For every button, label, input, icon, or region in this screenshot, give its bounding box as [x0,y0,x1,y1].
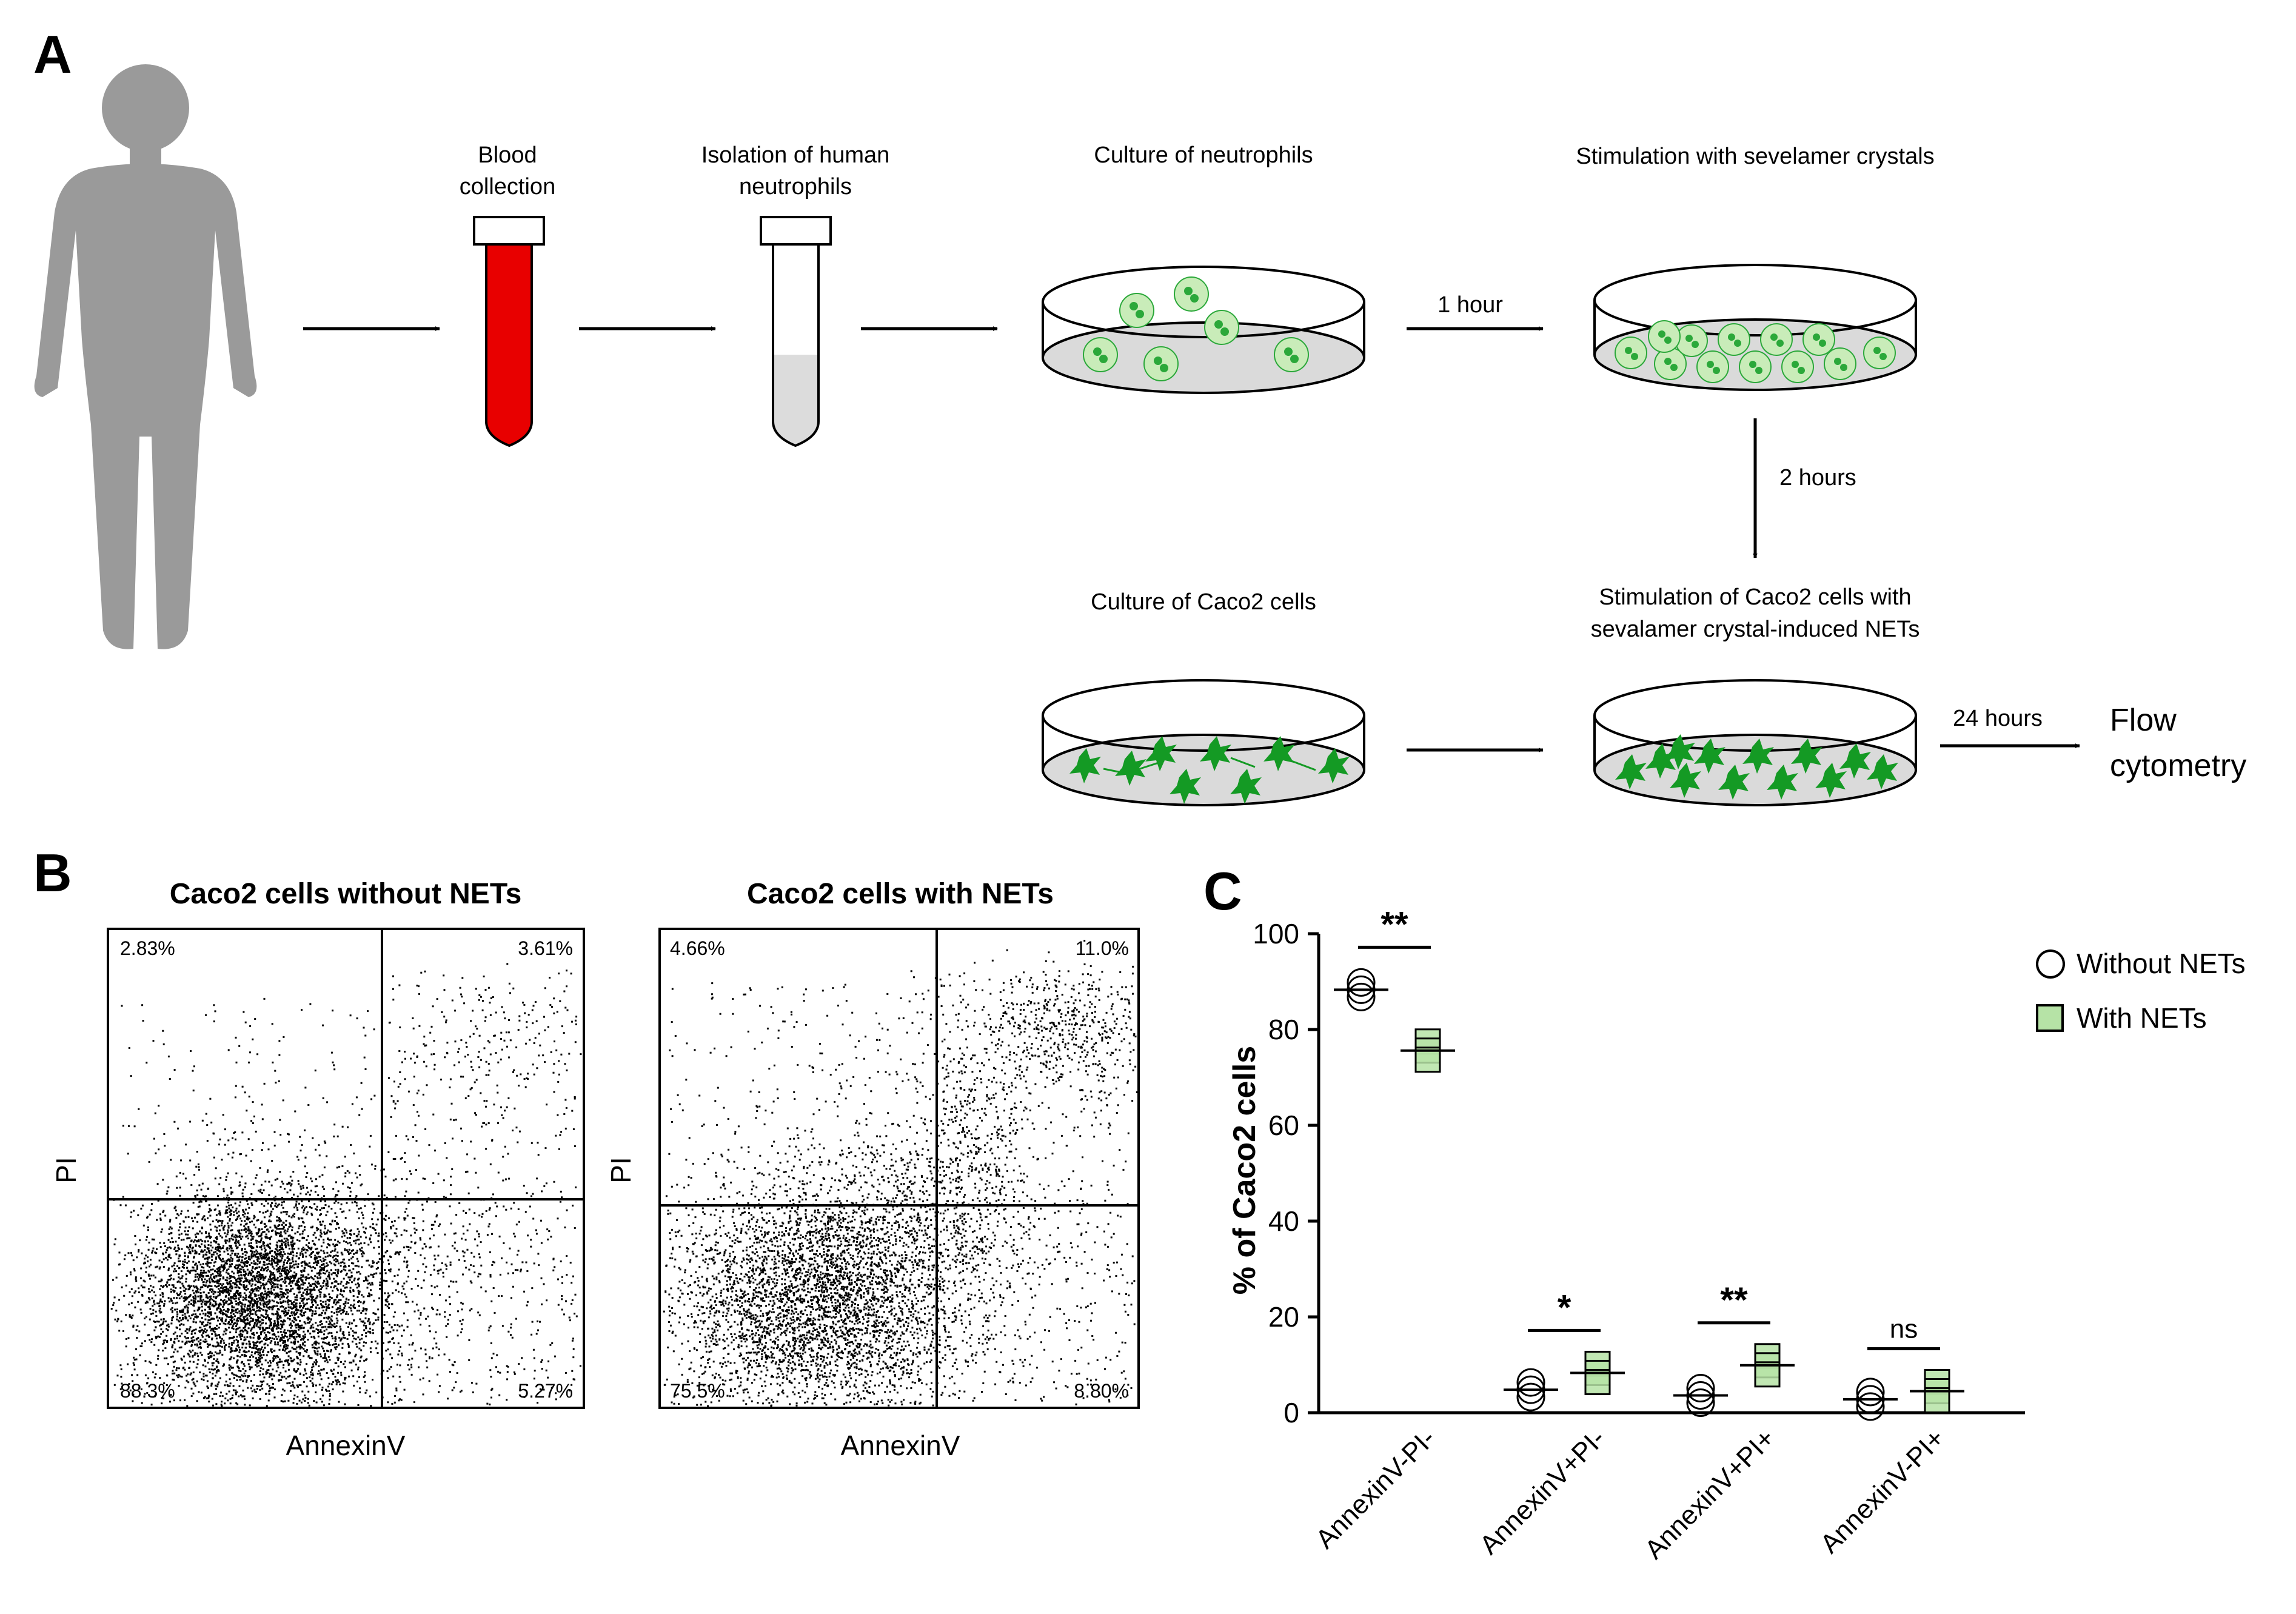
label-2-hours: 2 hours [1779,465,1856,491]
label-blood-1: Blood [478,142,537,168]
significance-label: ** [1720,1281,1748,1320]
label-culture-neutrophils: Culture of neutrophils [1094,142,1313,168]
y-tick-label: 0 [1284,1397,1299,1428]
flow-plot-1-xlabel: AnnexinV [286,1430,406,1461]
flow-plot-2-q-ul: 4.66% [670,937,725,959]
flow-plot-1-title: Caco2 cells without NETs [170,878,522,910]
point-without-nets [1516,1382,1545,1411]
petri-dish-caco2-icon [1042,679,1365,806]
significance-label: ** [1381,905,1408,944]
label-stimulation-caco2-1: Stimulation of Caco2 cells with [1599,584,1911,610]
flow-plot-2-q-ur: 11.0% [1076,937,1129,959]
chart-c-legend: Without NETs With NETs [2036,948,2246,1034]
x-category-label: AnnexinV+PI- [1474,1423,1611,1560]
point-without-nets [1686,1374,1715,1403]
flow-plot-2-xlabel: AnnexinV [841,1430,960,1461]
flow-dots [110,963,582,1407]
chart-c-ylabel: % of Caco2 cells [1227,1046,1262,1294]
flow-dots [663,940,1138,1407]
label-1-hour: 1 hour [1438,292,1503,318]
point-without-nets [1686,1388,1715,1418]
legend-label-with-nets: With NETs [2077,1002,2207,1034]
y-tick-label: 40 [1268,1205,1299,1237]
panel-letter-a: A [33,24,72,84]
label-isolation-2: neutrophils [739,174,852,199]
human-silhouette-icon [34,64,257,649]
petri-dish-stimulated-icon [1593,264,1917,391]
legend-label-without-nets: Without NETs [2077,948,2246,979]
point-without-nets [1347,982,1376,1011]
y-tick-label: 60 [1268,1110,1299,1141]
flow-plot-1-q-lr: 5.27% [518,1380,573,1402]
label-isolation-1: Isolation of human [701,142,890,168]
legend-marker-with-nets [2036,1004,2064,1032]
label-blood-2: collection [460,174,555,199]
panel-letter-b: B [33,843,72,903]
significance-label: * [1558,1288,1571,1327]
flow-plot-1-q-ll: 88.3% [120,1380,175,1402]
flow-plot-1-ylabel: PI [50,1157,82,1183]
point-without-nets [1347,968,1376,997]
y-tick-label: 20 [1268,1301,1299,1333]
label-flow-2: cytometry [2110,748,2246,783]
x-category-label: AnnexinV+PI+ [1639,1423,1781,1565]
significance-label: ns [1890,1314,1918,1344]
point-without-nets [1856,1392,1885,1421]
label-stimulation-crystals: Stimulation with sevelamer crystals [1576,144,1934,169]
y-tick-label: 100 [1253,918,1299,949]
neutrophil-cells [1083,276,1309,381]
label-stimulation-caco2-2: sevalamer crystal-induced NETs [1591,617,1920,642]
point-without-nets [1856,1378,1885,1407]
flow-plot-2-ylabel: PI [605,1157,637,1183]
caco2-cells [1069,736,1350,804]
panel-letter-c: C [1203,861,1242,921]
flow-plot-2-q-lr: 8.80% [1074,1380,1129,1402]
flow-plot-2-dots [663,940,1138,1407]
point-without-nets [1516,1368,1545,1397]
x-category-label: AnnexinV-PI- [1310,1423,1441,1554]
chart-c: % of Caco2 cells 0 20 40 60 80 100 AnnexinV-P… [1227,905,2246,1565]
legend-marker-without-nets [2036,949,2065,979]
blood-tube-icon [473,216,545,447]
flow-plot-1: Caco2 cells without NETs 2.83% 3.61% 88.… [50,878,585,1461]
flow-plot-2-q-ll: 75.5% [670,1380,725,1402]
flow-plot-1-dots [110,963,582,1407]
petri-dish-neutrophils-icon [1042,266,1365,394]
label-culture-caco2: Culture of Caco2 cells [1091,589,1316,615]
flow-plot-1-q-ul: 2.83% [120,937,175,959]
petri-dish-caco2-nets-icon [1593,679,1917,806]
flow-plot-2: Caco2 cells with NETs 4.66% 11.0% 75.5% … [605,878,1140,1461]
isolation-tube-icon [760,216,832,447]
caco2-nets-cells [1615,734,1898,800]
label-flow-1: Flow [2110,703,2177,738]
label-24-hours: 24 hours [1953,706,2043,731]
x-category-label: AnnexinV-PI+ [1815,1423,1950,1559]
flow-plot-1-q-ur: 3.61% [518,937,573,959]
y-tick-label: 80 [1268,1014,1299,1045]
flow-plot-2-title: Caco2 cells with NETs [747,878,1054,910]
